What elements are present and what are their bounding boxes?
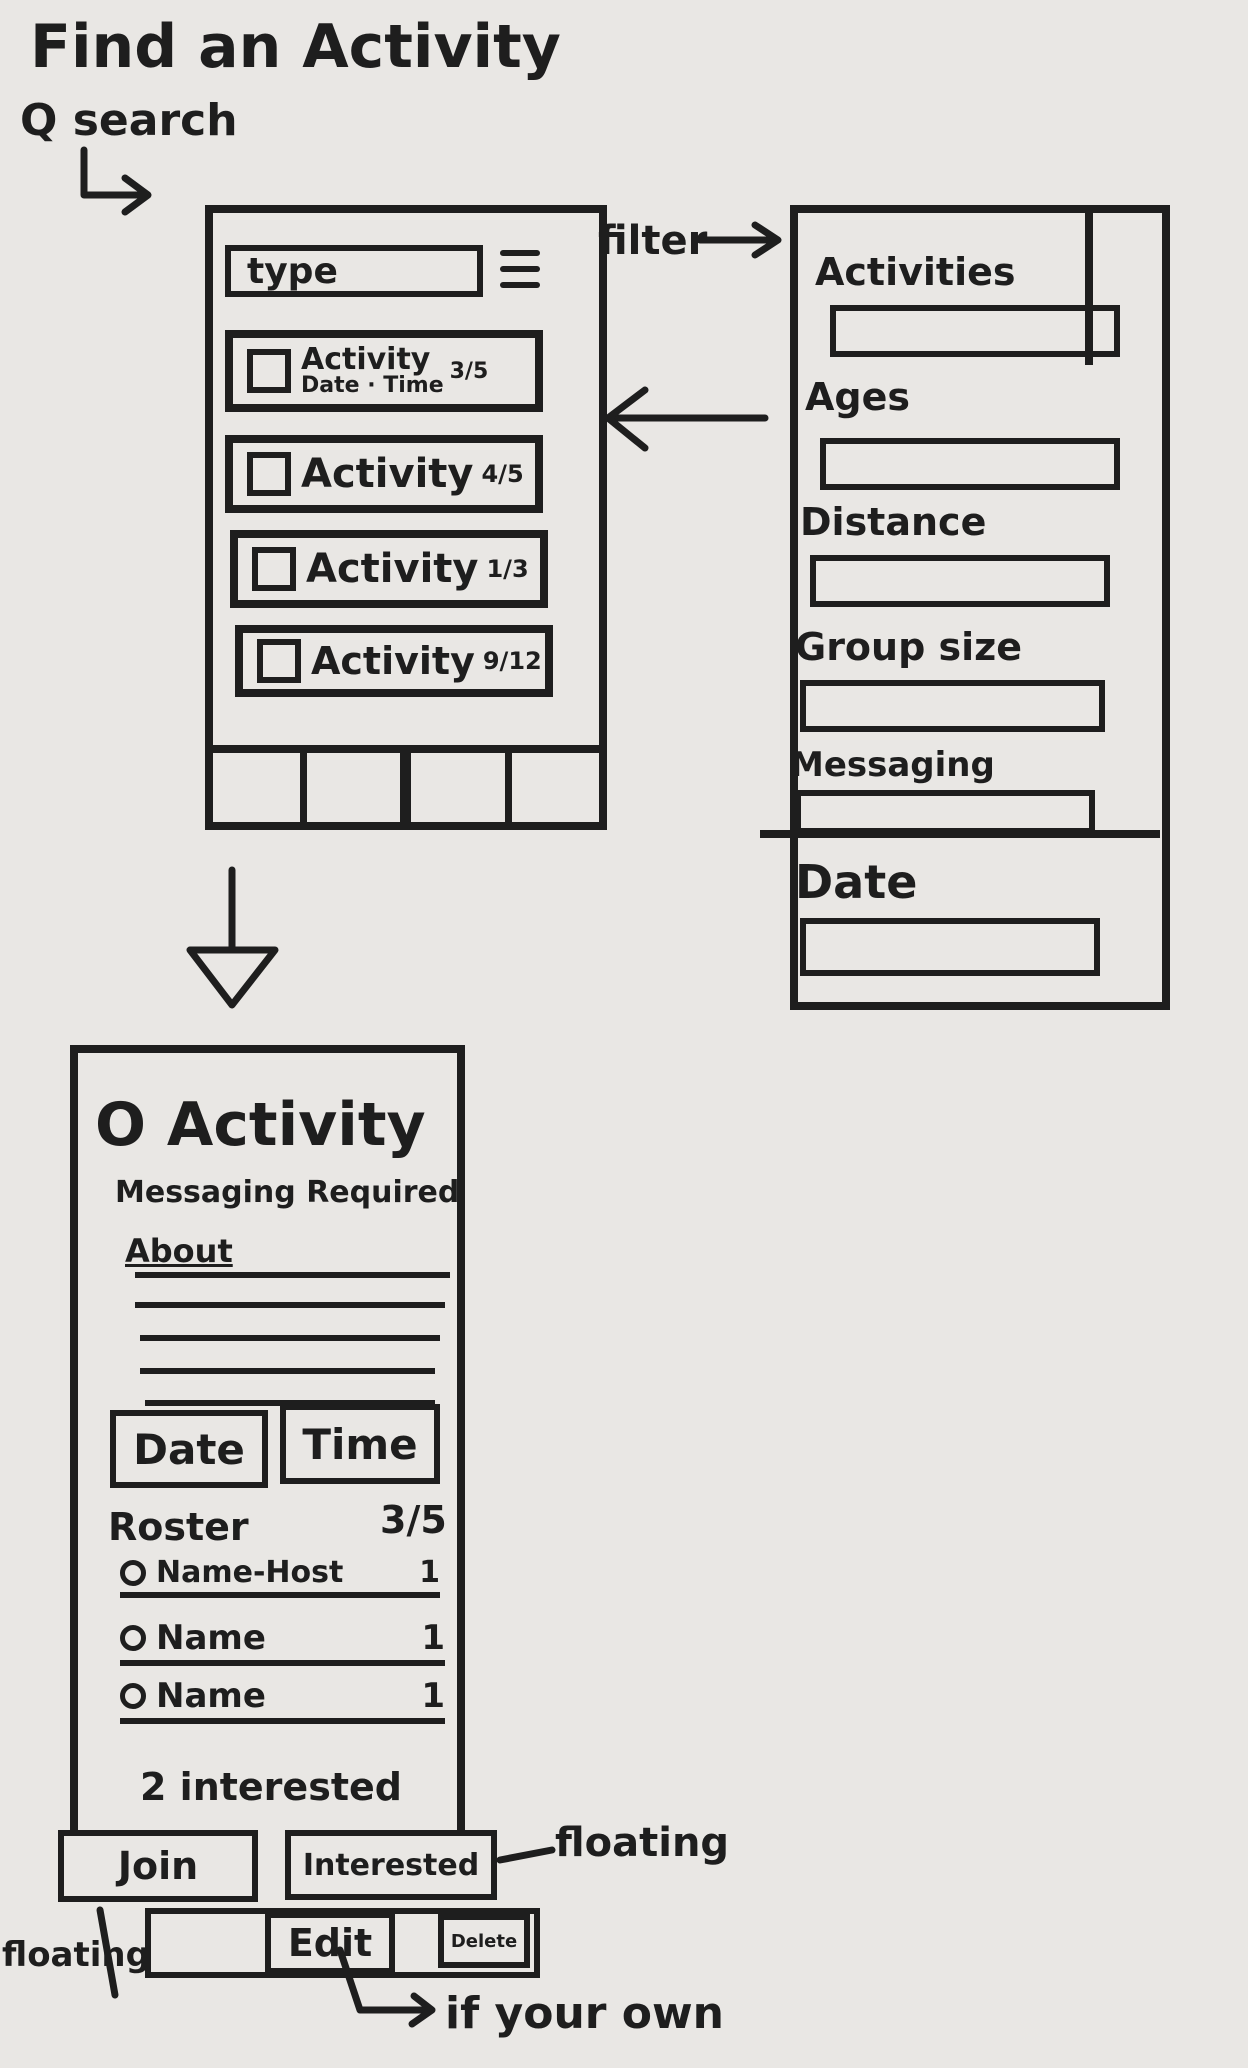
filter-distance-field[interactable] xyxy=(810,555,1110,607)
join-button[interactable]: Join xyxy=(58,1830,258,1902)
if-your-own-annotation: if your own xyxy=(445,1988,724,2039)
member-name: Name-Host xyxy=(156,1555,344,1590)
search-arrow xyxy=(80,146,149,199)
nav-divider xyxy=(400,750,411,825)
search-screen xyxy=(205,205,607,830)
filter-label-activities: Activities xyxy=(815,250,1016,294)
interested-button[interactable]: Interested xyxy=(285,1830,497,1900)
filter-panel xyxy=(790,205,1170,1010)
filter-label-group-size: Group size xyxy=(795,625,1023,669)
activity-count: 3/5 xyxy=(449,358,489,384)
search-input[interactable]: type xyxy=(225,245,483,297)
date-button-label: Date xyxy=(133,1424,245,1474)
page-title: Find an Activity xyxy=(30,12,561,82)
member-avatar xyxy=(120,1625,146,1651)
filter-icon[interactable] xyxy=(500,244,544,294)
member-count: 1 xyxy=(421,1618,445,1658)
nav-tab-1[interactable] xyxy=(212,752,298,822)
activity-name: Activity xyxy=(301,451,474,497)
activity-thumbnail xyxy=(257,639,301,683)
roster-member[interactable]: Name 1 xyxy=(120,1618,445,1666)
edit-button-label: Edit xyxy=(287,1921,373,1965)
activity-thumbnail xyxy=(247,349,291,393)
activity-name: Activity xyxy=(306,546,479,592)
activity-title: O Activity xyxy=(95,1090,426,1160)
interested-count: 2 interested xyxy=(140,1765,402,1809)
filter-annotation: filter xyxy=(598,218,708,264)
interested-button-label: Interested xyxy=(302,1847,480,1883)
floating-annotation-right: floating xyxy=(555,1820,730,1866)
member-count: 1 xyxy=(421,1676,445,1716)
member-count: 1 xyxy=(419,1555,440,1590)
filter-ages-field[interactable] xyxy=(820,438,1120,490)
activity-row[interactable]: Activity 9/12 xyxy=(235,625,553,697)
activity-name: Activity xyxy=(301,342,431,377)
member-avatar xyxy=(120,1683,146,1709)
activity-row[interactable]: Activity 4/5 xyxy=(225,435,543,513)
activity-row[interactable]: Activity 1/3 xyxy=(230,530,548,608)
roster-heading: Roster xyxy=(108,1505,249,1549)
activity-count: 1/3 xyxy=(486,555,529,583)
roster-member[interactable]: Name-Host 1 xyxy=(120,1555,440,1598)
filter-group-size-field[interactable] xyxy=(800,680,1105,732)
messaging-required-label: Messaging Required xyxy=(115,1175,460,1210)
filter-panel-scrollbar[interactable] xyxy=(1085,205,1093,365)
member-name: Name xyxy=(156,1618,266,1658)
floating-annotation-left: floating xyxy=(2,1935,150,1975)
roster-member[interactable]: Name 1 xyxy=(120,1676,445,1724)
time-button-label: Time xyxy=(302,1419,418,1469)
roster-count: 3/5 xyxy=(380,1498,447,1542)
delete-button-label: Delete xyxy=(450,1930,518,1952)
date-divider xyxy=(760,830,1160,838)
activity-count: 4/5 xyxy=(481,460,524,488)
filter-messaging-field[interactable] xyxy=(795,790,1095,834)
activity-row[interactable]: Activity Date · Time 3/5 xyxy=(225,330,543,412)
filter-label-date: Date xyxy=(795,855,918,909)
activity-name: Activity xyxy=(311,639,475,683)
nav-tab-3[interactable] xyxy=(413,752,503,822)
search-placeholder: type xyxy=(247,250,338,292)
nav-divider xyxy=(505,750,512,825)
filter-activities-field[interactable] xyxy=(830,305,1120,357)
nav-tab-2[interactable] xyxy=(309,752,398,822)
activity-thumbnail xyxy=(247,452,291,496)
activity-thumbnail xyxy=(252,547,296,591)
owner-action-bar xyxy=(145,1908,540,1978)
member-name: Name xyxy=(156,1676,266,1716)
bottom-nav xyxy=(205,745,607,830)
activity-count: 9/12 xyxy=(482,647,542,675)
activity-datetime: Date · Time xyxy=(301,373,444,398)
edit-button[interactable]: Edit xyxy=(265,1912,395,1974)
time-button[interactable]: Time xyxy=(280,1404,440,1484)
filter-label-ages: Ages xyxy=(805,375,911,419)
floating-right-leader xyxy=(496,1846,556,1864)
activity-detail-screen xyxy=(70,1045,465,1835)
member-avatar xyxy=(120,1559,146,1586)
nav-tab-4[interactable] xyxy=(514,752,600,822)
filter-date-field[interactable] xyxy=(800,918,1100,976)
about-heading: About xyxy=(125,1232,233,1270)
filter-label-distance: Distance xyxy=(800,500,987,544)
join-button-label: Join xyxy=(117,1844,199,1888)
search-annotation: Q search xyxy=(20,95,238,146)
floating-left-leader xyxy=(96,1906,119,1999)
nav-divider xyxy=(300,750,307,825)
filter-label-messaging: Messaging xyxy=(790,745,995,785)
date-button[interactable]: Date xyxy=(110,1410,268,1488)
delete-button[interactable]: Delete xyxy=(438,1914,530,1968)
